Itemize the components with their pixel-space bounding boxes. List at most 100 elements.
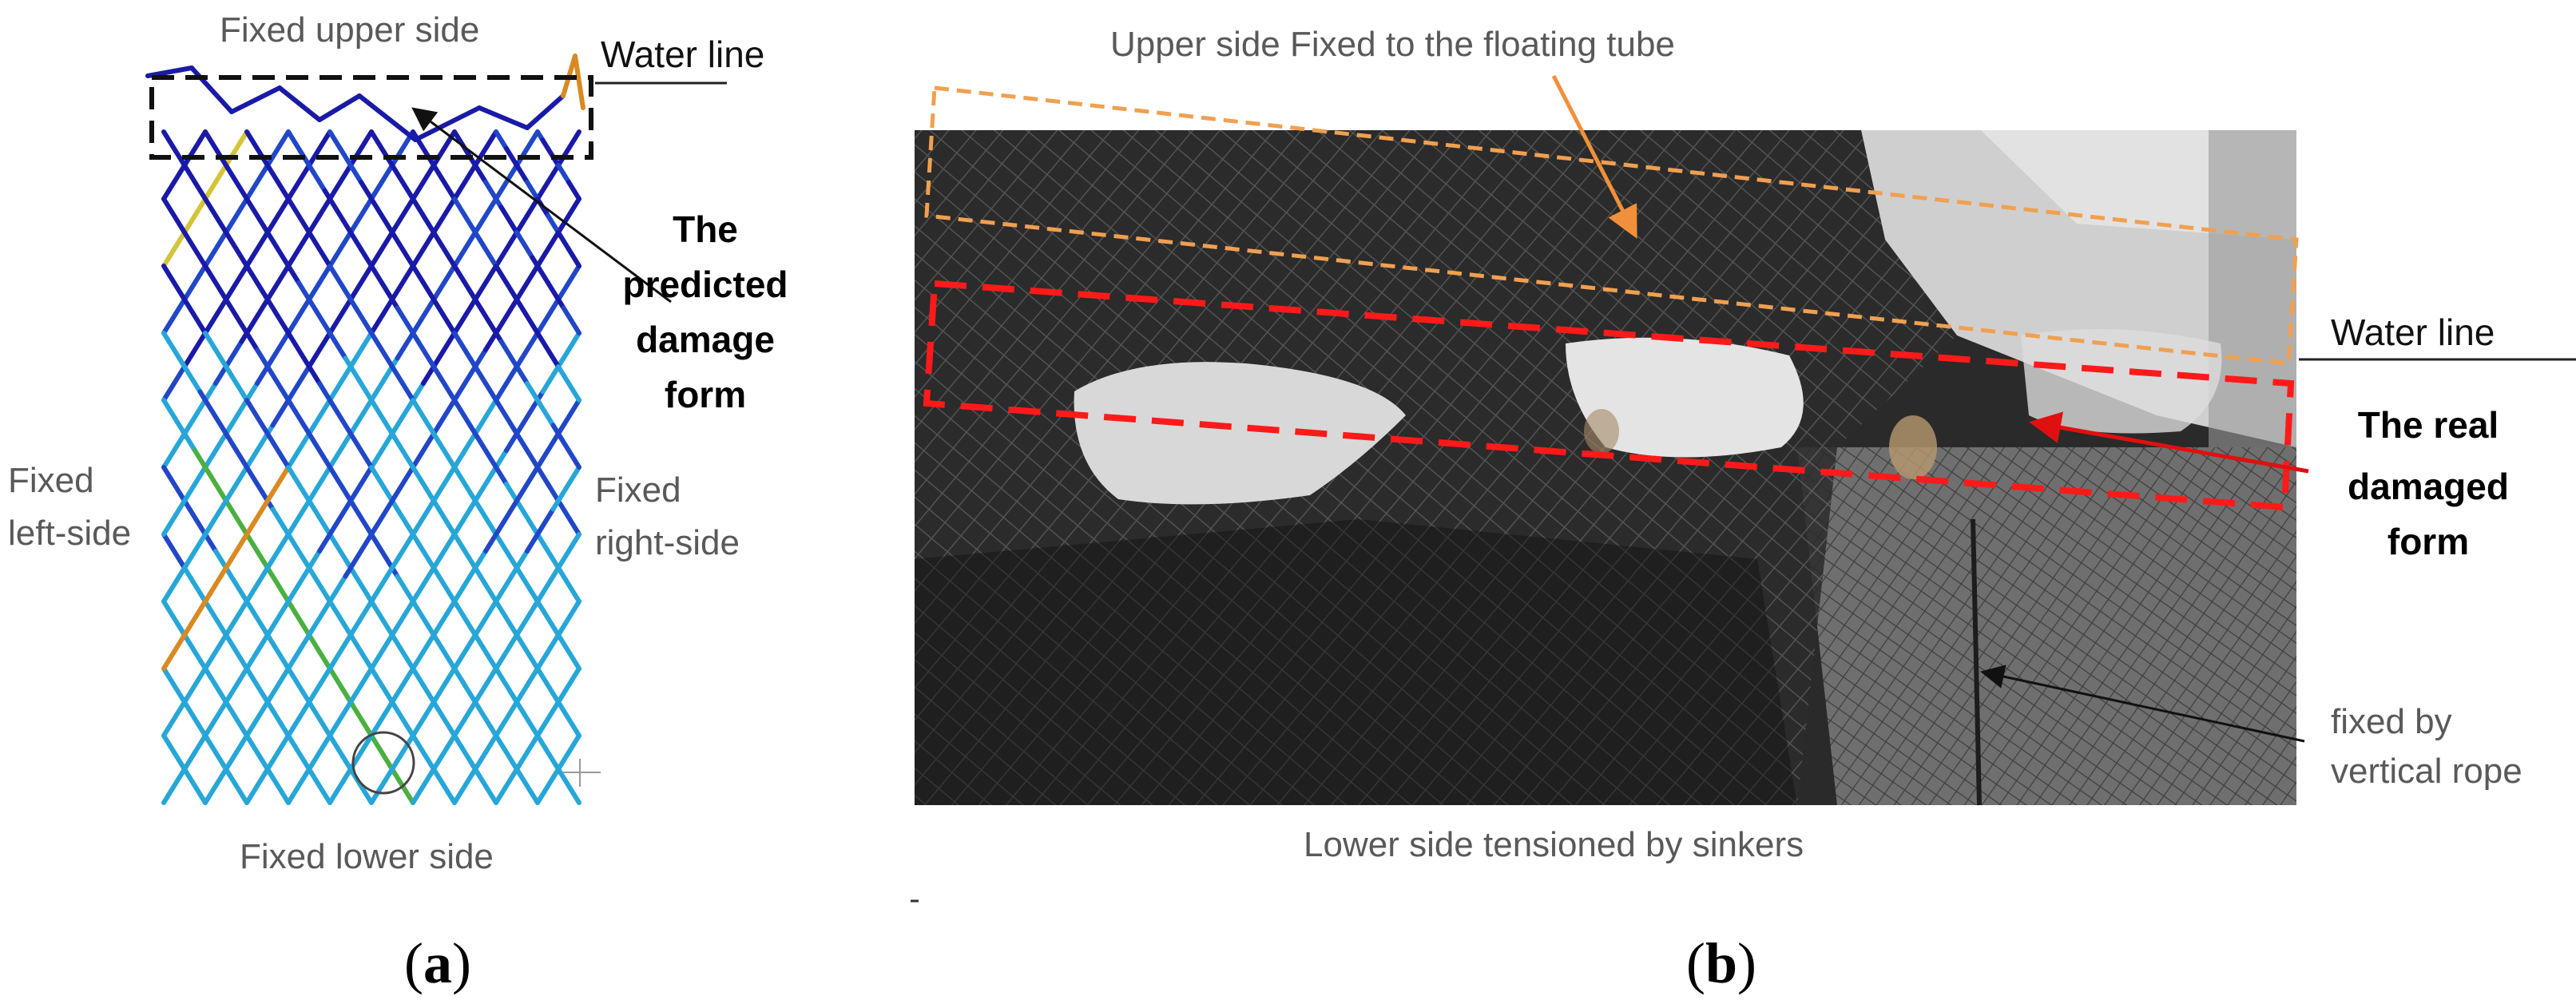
mesh-twine	[452, 700, 478, 738]
mesh-twine	[291, 674, 322, 721]
mesh-twine	[161, 482, 197, 537]
mesh-twine	[145, 65, 194, 78]
mesh-twine	[161, 398, 197, 453]
mesh-twine	[556, 683, 571, 704]
mesh-twine	[395, 565, 436, 629]
mesh-twine	[369, 532, 415, 604]
real-damage-label-2: damaged	[2348, 466, 2509, 507]
real-damage-label-1: The real	[2358, 404, 2499, 446]
mesh-twine	[255, 549, 291, 604]
mesh-twine	[411, 767, 436, 805]
mesh-twine	[193, 716, 208, 738]
mesh-twine	[203, 599, 228, 637]
mesh-twine	[193, 196, 208, 218]
mesh-twine	[556, 532, 581, 570]
mesh-twine	[431, 364, 473, 428]
mesh-twine	[452, 775, 473, 805]
mesh-twine	[556, 364, 581, 403]
mesh-twine	[161, 532, 187, 570]
fixed-by-label-1: fixed by	[2331, 702, 2452, 741]
mesh-twine	[177, 280, 197, 311]
vertical-rope-arrow	[1980, 665, 2305, 743]
mesh-twine	[301, 431, 353, 512]
mesh-twine	[348, 498, 400, 579]
mesh-twine	[265, 549, 322, 637]
mesh-twine	[483, 272, 535, 352]
mesh-twine	[514, 599, 540, 637]
mesh-twine	[182, 565, 208, 604]
fixed-lower-side-label: Fixed lower side	[240, 837, 494, 876]
mesh-twine	[229, 85, 282, 114]
mesh-twine	[193, 448, 228, 503]
mesh-twine	[415, 741, 457, 805]
mesh-twine	[161, 247, 177, 268]
mesh-twine	[550, 465, 581, 512]
mesh-twine	[504, 146, 519, 168]
net-photo	[915, 130, 2296, 806]
mesh-twine	[488, 129, 540, 210]
mesh-twine	[224, 498, 260, 554]
mesh-twine	[187, 381, 218, 428]
fixed-right-label-2: right-side	[595, 523, 740, 562]
mesh-twine	[413, 105, 482, 142]
mesh-twine	[477, 105, 530, 130]
mesh-twine	[421, 674, 452, 721]
mesh-twine	[494, 129, 509, 151]
mesh-twine	[255, 506, 307, 587]
fixed-right-label-1: Fixed	[595, 470, 681, 510]
mesh-twine	[494, 784, 509, 805]
mesh-twine	[343, 355, 395, 436]
mesh-twine	[514, 674, 535, 704]
mesh-twine	[566, 247, 581, 268]
mesh-twine	[421, 599, 457, 654]
mesh-twine	[193, 649, 213, 680]
mesh-twine	[187, 506, 218, 554]
mesh-twine	[348, 355, 400, 436]
mesh-twine	[270, 506, 312, 570]
mesh-twine	[224, 700, 244, 730]
mesh-twine	[197, 389, 239, 453]
mesh-twine	[514, 163, 530, 185]
mesh-twine	[571, 188, 581, 201]
mesh-twine	[431, 733, 457, 772]
mesh-twine	[244, 398, 291, 470]
panel-a: Fixed upper side Water line The predicte…	[8, 10, 788, 995]
mesh-twine	[514, 448, 550, 503]
mesh-twine	[395, 716, 426, 764]
mesh-twine	[203, 724, 255, 805]
mesh-twine	[452, 331, 488, 386]
mesh-twine	[255, 154, 276, 185]
mesh-twine	[530, 255, 550, 285]
mesh-twine	[535, 331, 561, 369]
mesh-twine	[213, 633, 270, 721]
mesh-twine	[514, 431, 550, 486]
mesh-twine	[359, 700, 395, 755]
mesh-twine	[161, 196, 213, 277]
mesh-twine	[322, 683, 363, 747]
mesh-twine	[255, 331, 291, 386]
mesh-twine	[504, 767, 519, 788]
mesh-twine	[203, 331, 249, 403]
predicted-label-2: predicted	[622, 264, 788, 305]
mesh-twine	[546, 482, 581, 537]
mesh-twine	[447, 633, 478, 680]
predicted-label-1: The	[673, 208, 738, 250]
mesh-twine	[395, 280, 447, 361]
real-damage-box	[923, 280, 2295, 511]
mesh-twine	[514, 230, 535, 260]
mesh-twine	[286, 733, 312, 772]
mesh-twine	[452, 549, 488, 604]
mesh-twine	[234, 784, 249, 805]
mesh-twine	[203, 297, 228, 335]
fixed-left-label-2: left-side	[8, 514, 131, 553]
mesh-twine	[265, 700, 291, 738]
mesh-twine	[561, 599, 581, 629]
mesh-twine	[473, 590, 504, 637]
mesh-twine	[307, 129, 332, 168]
mesh-twine	[546, 398, 581, 453]
mesh-twine	[357, 93, 418, 142]
mesh-twine	[286, 280, 322, 335]
mesh-twine	[161, 599, 208, 671]
mesh-twine	[525, 180, 540, 201]
